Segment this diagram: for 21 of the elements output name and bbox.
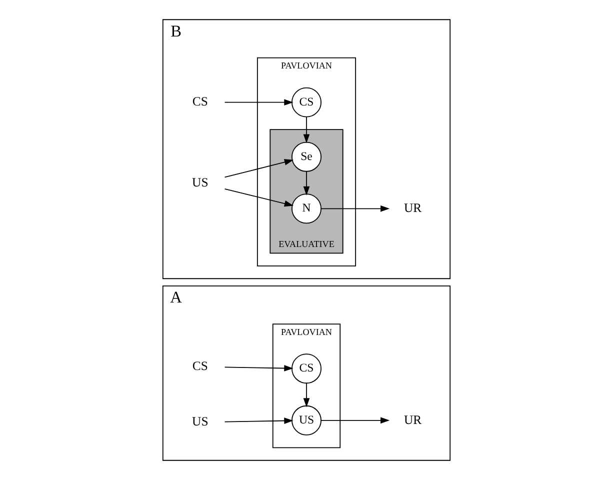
arrow	[320, 417, 390, 424]
arrow	[320, 205, 390, 212]
node-circle: US	[292, 405, 322, 436]
arrow	[224, 99, 294, 106]
arrow	[224, 159, 294, 178]
node-text: UR	[404, 412, 422, 427]
arrow	[224, 365, 294, 372]
node-text: US	[192, 176, 208, 190]
node-circle: Se	[292, 142, 322, 172]
node-circle: CS	[292, 354, 322, 384]
arrow	[303, 382, 310, 408]
arrow	[224, 418, 294, 424]
node-circle: N	[292, 194, 322, 224]
arrow	[303, 170, 310, 196]
node-text: CS	[192, 359, 208, 374]
arrow	[224, 188, 294, 207]
node-text: CS	[192, 94, 208, 109]
arrow	[303, 116, 310, 144]
node-circle: CS	[292, 87, 322, 118]
node-text: US	[192, 414, 208, 429]
node-text: UR	[404, 201, 422, 216]
